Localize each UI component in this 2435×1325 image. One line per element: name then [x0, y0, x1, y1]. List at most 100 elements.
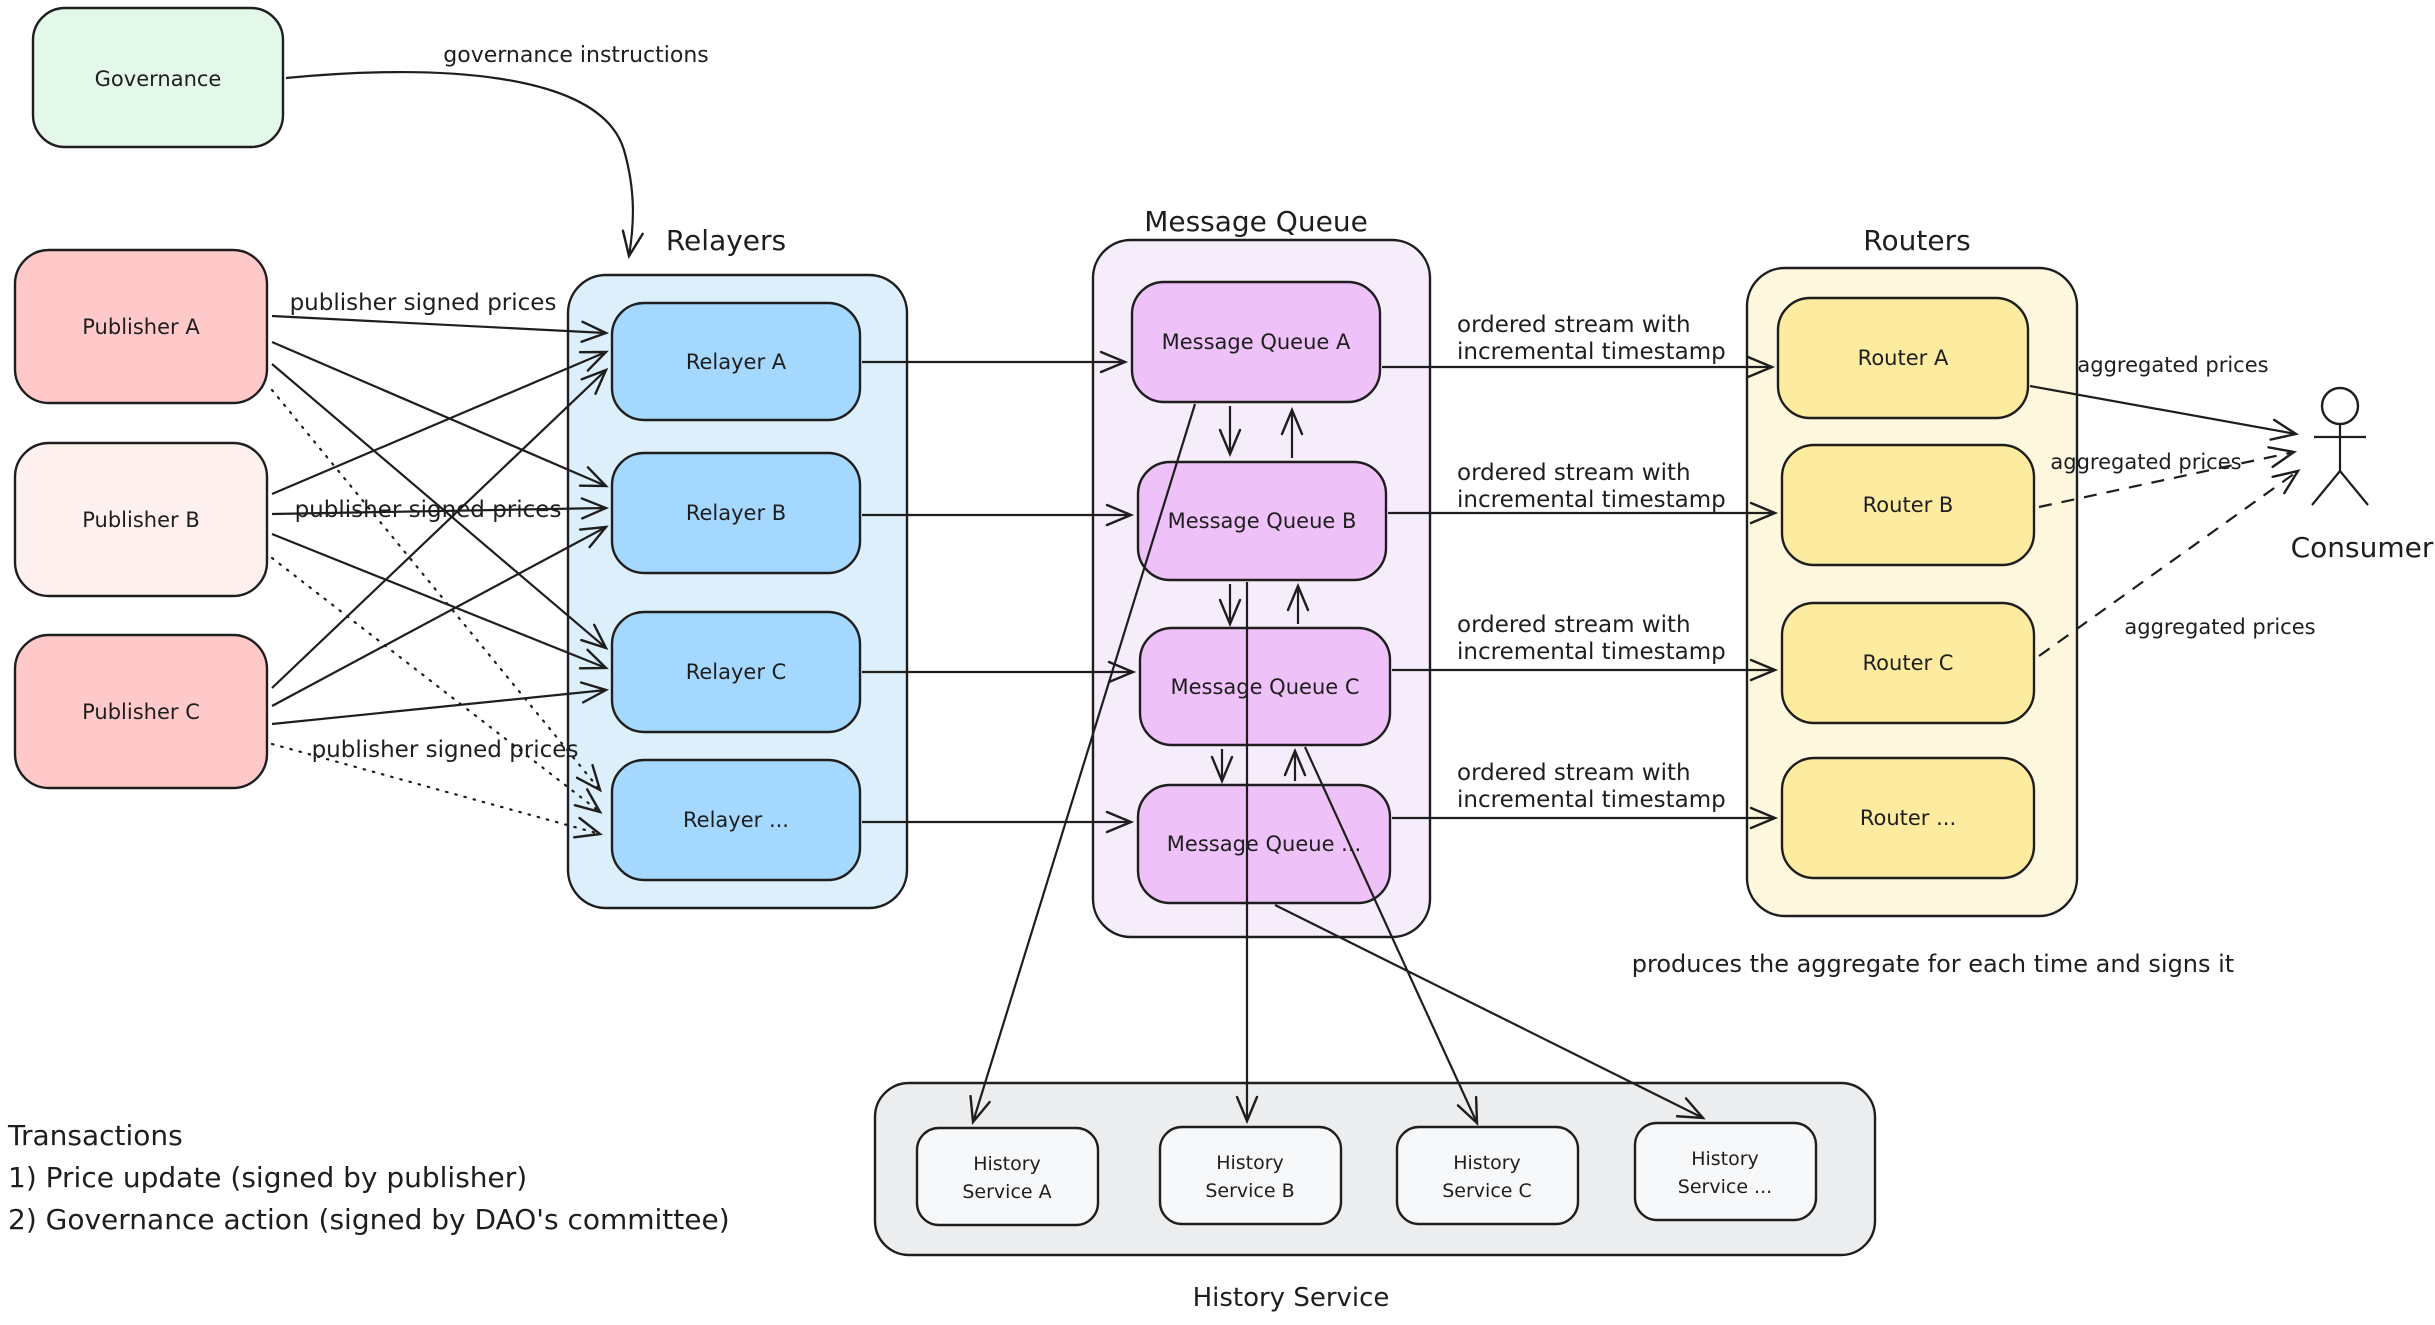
message-queue-more-box — [1136, 783, 1392, 905]
history-service-b-line1: History — [1216, 1152, 1284, 1174]
publisher-b-box — [13, 441, 269, 598]
arrow-publisher-a-to-relayer-more — [270, 388, 602, 793]
arrow-publisher-a-to-relayer-b — [271, 340, 609, 488]
history-service-c-line1: History — [1453, 1152, 1521, 1174]
consumer-leg-left — [2311, 470, 2341, 506]
message-queue-title: Message Queue — [1144, 205, 1368, 238]
arrow-publisher-c-to-relayer-more — [270, 742, 604, 839]
arrow-governance-to-relayers — [285, 70, 644, 260]
arrow-publisher-b-to-relayer-more — [270, 556, 603, 814]
arrow-router-c-to-consumer — [2038, 469, 2301, 657]
transactions-note: Transactions 1) Price update (signed by … — [7, 1119, 730, 1236]
router-b-label: Router B — [1863, 493, 1954, 517]
history-service-a-line2: Service A — [962, 1181, 1051, 1203]
history-service-more-line1: History — [1691, 1148, 1759, 1170]
history-service-a-box — [915, 1126, 1100, 1227]
arrow-mq-more-to-history-more — [1274, 904, 1706, 1120]
history-service-more-line2: Service ... — [1678, 1176, 1772, 1198]
routers-title: Routers — [1863, 224, 1970, 257]
router-b-box — [1780, 443, 2036, 567]
history-service-c-box — [1395, 1125, 1580, 1226]
arrow-publisher-b-to-relayer-b — [271, 497, 610, 520]
transactions-line-1: 1) Price update (signed by publisher) — [8, 1161, 527, 1194]
arrow-publisher-a-to-relayer-c — [271, 363, 609, 651]
aggregated-prices-label-1: aggregated prices — [2077, 353, 2268, 377]
ordered-stream-label-4-line1: ordered stream with — [1457, 760, 1691, 786]
publisher-signed-prices-label-1: publisher signed prices — [290, 290, 557, 316]
publisher-a-label: Publisher A — [82, 315, 200, 339]
relayer-c-label: Relayer C — [686, 660, 787, 684]
history-service-b-line2: Service B — [1205, 1180, 1294, 1202]
arrow-publisher-c-to-relayer-c — [271, 681, 610, 726]
relayer-more-box — [610, 758, 862, 882]
ordered-stream-label-1-line2: incremental timestamp — [1457, 339, 1726, 365]
publisher-to-relayer-arrows — [270, 314, 610, 839]
consumer-actor-icon — [2311, 386, 2369, 506]
aggregated-prices-label-3: aggregated prices — [2124, 615, 2315, 639]
publisher-signed-prices-label-2: publisher signed prices — [295, 497, 562, 523]
message-queue-b-label: Message Queue B — [1168, 509, 1357, 533]
publisher-c-box — [13, 633, 269, 790]
message-queue-c-box — [1138, 626, 1392, 747]
relayer-more-label: Relayer ... — [683, 808, 789, 832]
router-a-box — [1776, 296, 2030, 420]
routers-note: produces the aggregate for each time and… — [1632, 950, 2234, 978]
ordered-stream-label-3-line1: ordered stream with — [1457, 612, 1691, 638]
history-service-title: History Service — [1193, 1283, 1390, 1313]
publisher-b-label: Publisher B — [82, 508, 200, 532]
publisher-c-label: Publisher C — [82, 700, 200, 724]
message-queue-c-label: Message Queue C — [1170, 675, 1359, 699]
governance-arrow-label: governance instructions — [443, 43, 708, 68]
history-service-a-line1: History — [973, 1153, 1041, 1175]
governance-box — [31, 6, 285, 149]
ordered-stream-label-2-line2: incremental timestamp — [1457, 487, 1726, 513]
transactions-line-2: 2) Governance action (signed by DAO's co… — [8, 1203, 730, 1236]
message-queue-b-box — [1136, 460, 1388, 582]
relayer-a-label: Relayer A — [686, 350, 787, 374]
routers-container — [1745, 266, 2079, 918]
message-queue-to-history-arrows — [969, 403, 1706, 1126]
ordered-stream-labels: ordered stream with incremental timestam… — [1457, 312, 1726, 813]
transactions-title: Transactions — [7, 1119, 183, 1152]
history-service-c-line2: Service C — [1442, 1180, 1532, 1202]
publisher-signed-prices-label-3: publisher signed prices — [312, 737, 579, 763]
consumer-leg-right — [2339, 470, 2369, 506]
ordered-stream-label-1-line1: ordered stream with — [1457, 312, 1691, 338]
arrow-publisher-c-to-relayer-b — [271, 525, 609, 707]
relayer-b-box — [610, 451, 862, 575]
router-c-box — [1780, 601, 2036, 725]
arrow-mq-a-to-history-a — [969, 403, 1197, 1125]
aggregated-prices-label-2: aggregated prices — [2050, 450, 2241, 474]
ordered-stream-label-3-line2: incremental timestamp — [1457, 639, 1726, 665]
consumer-label: Consumer — [2291, 531, 2434, 564]
relayers-title: Relayers — [666, 224, 786, 257]
arrow-publisher-b-to-relayer-c — [271, 532, 609, 670]
router-more-label: Router ... — [1860, 806, 1956, 830]
ordered-stream-label-4-line2: incremental timestamp — [1457, 787, 1726, 813]
arrow-mq-c-to-history-c — [1303, 746, 1479, 1126]
history-service-b-box — [1158, 1125, 1343, 1226]
router-more-box — [1780, 756, 2036, 880]
history-service-container — [873, 1081, 1877, 1257]
arrow-publisher-a-to-relayer-a — [271, 314, 610, 343]
relayer-b-label: Relayer B — [686, 501, 786, 525]
message-queue-internal-arrows — [1210, 406, 1310, 785]
relayers-container — [566, 273, 909, 910]
arrow-publisher-b-to-relayer-a — [271, 350, 609, 496]
arrow-publisher-c-to-relayer-a — [271, 367, 609, 689]
ordered-stream-label-2-line1: ordered stream with — [1457, 460, 1691, 486]
arrow-router-b-to-consumer — [2038, 446, 2298, 509]
history-service-more-box — [1633, 1121, 1818, 1222]
message-queue-a-box — [1130, 280, 1382, 404]
arrow-router-a-to-consumer — [2029, 384, 2300, 441]
governance-label: Governance — [95, 67, 222, 91]
relayer-c-box — [610, 610, 862, 734]
message-queue-a-label: Message Queue A — [1162, 330, 1351, 354]
publisher-a-box — [13, 248, 269, 405]
message-queue-container — [1091, 238, 1432, 939]
router-c-label: Router C — [1863, 651, 1954, 675]
relayer-a-box — [610, 301, 862, 422]
message-queue-more-label: Message Queue ... — [1167, 832, 1361, 856]
